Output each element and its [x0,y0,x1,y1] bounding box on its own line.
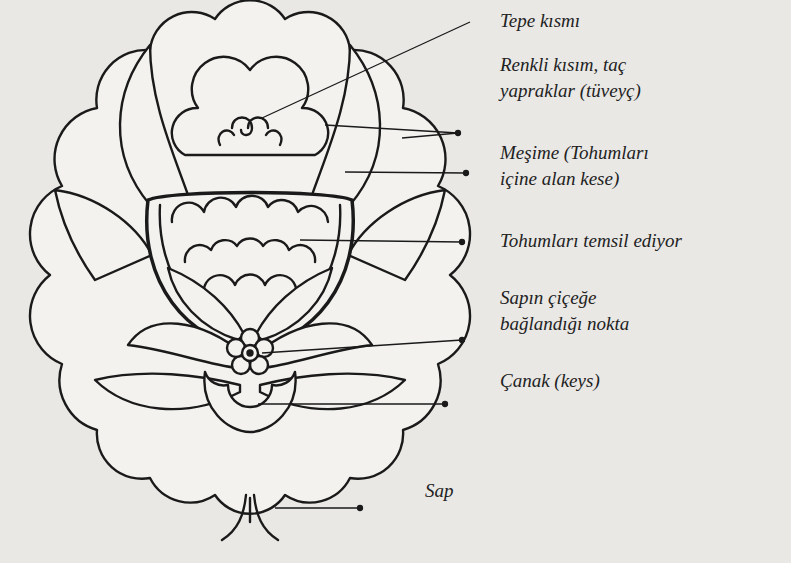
leader-line [325,125,458,133]
leader-dot [460,338,465,343]
leader-line [262,340,462,353]
leader-line [258,403,445,404]
spiral [219,118,282,146]
seed-pouch-inner [160,205,341,336]
part-label: Sapın çiçeğe bağlandığı nokta [500,285,650,337]
outer-cloud [30,0,470,514]
leader-line [300,240,462,242]
leader-line [262,22,470,118]
leader-line [275,507,360,508]
leader-lines [258,22,470,511]
leader-dot [460,240,465,245]
part-label: Çanak (keys) [500,368,600,394]
seed-row [185,238,315,262]
leader-line [402,133,458,138]
seed-row [172,196,328,222]
leader-dot [358,506,363,511]
leader-dot [443,402,448,407]
part-label: Tohumları temsil ediyor [500,228,682,254]
seed-row [204,275,297,298]
rosette [227,329,273,374]
top-cloud [172,57,328,155]
leader-dot [456,131,461,136]
lower-leaf [255,323,372,368]
stem [222,495,278,540]
leader-dot [464,171,469,176]
lower-leaf [128,323,245,368]
calyx [204,372,295,432]
side-petal [348,190,445,280]
part-label: Sap [425,478,454,504]
part-label: Renkli kısım, taç yapraklar (tüveyç) [500,52,690,104]
part-label: Meşime (Tohumları içine alan kese) [500,140,670,192]
part-label: Tepe kısmı [500,8,580,34]
side-petal [55,190,152,280]
leader-line [345,172,466,173]
